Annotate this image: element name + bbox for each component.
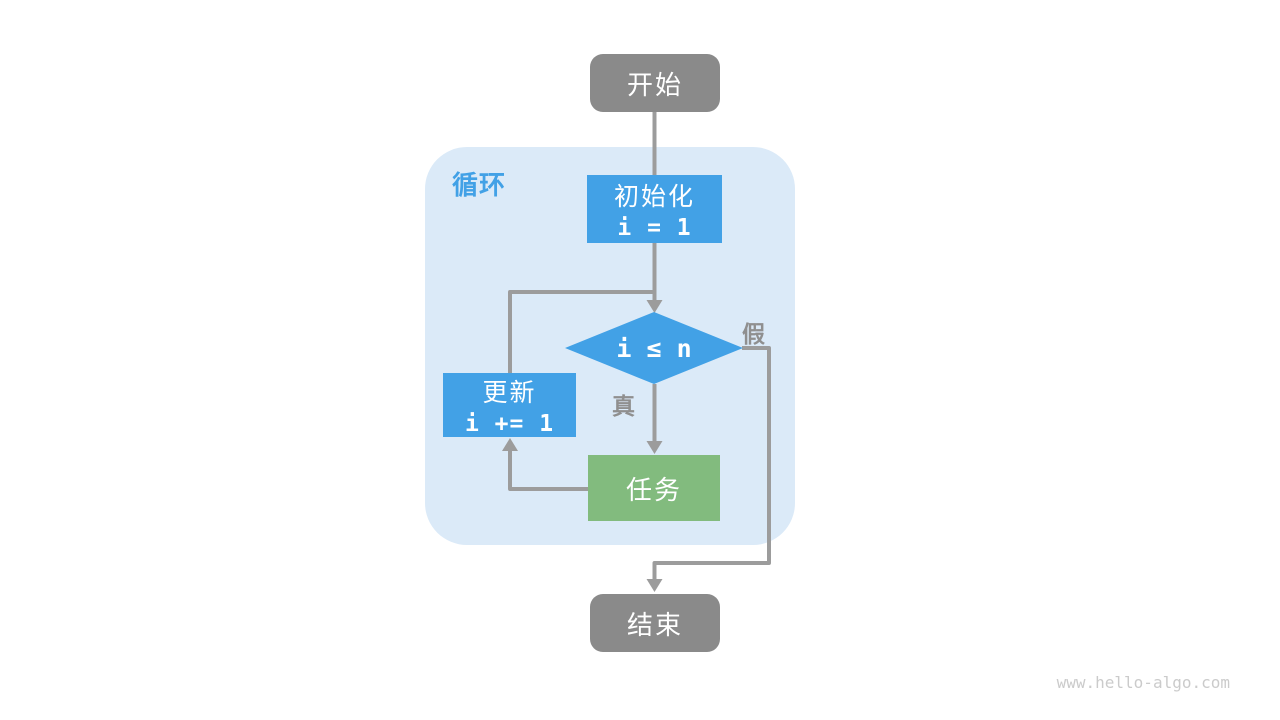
- watermark: www.hello-algo.com: [1056, 673, 1230, 692]
- task-node: 任务: [588, 455, 720, 521]
- end-node: 结束: [590, 594, 720, 652]
- true-edge-label: 真: [612, 393, 635, 419]
- start-node: 开始: [590, 54, 720, 112]
- init-node: 初始化 i = 1: [587, 175, 722, 243]
- init-node-code: i = 1: [617, 215, 692, 241]
- update-node: 更新 i += 1: [443, 373, 576, 437]
- edge-update-condition: [508, 290, 653, 373]
- init-node-label: 初始化: [613, 183, 695, 211]
- arrowhead-into-end: [646, 579, 663, 592]
- update-node-code: i += 1: [464, 411, 555, 437]
- edge-condition-end: [652, 346, 771, 580]
- task-node-label: 任务: [625, 474, 682, 505]
- condition-label: i ≤ n: [616, 333, 692, 363]
- start-node-label: 开始: [626, 69, 683, 100]
- edge-task-update: [508, 450, 588, 491]
- arrowhead-into-condition: [646, 300, 663, 313]
- loop-label: 循环: [452, 170, 507, 200]
- end-node-label: 结束: [626, 609, 683, 640]
- arrowhead-into-task: [646, 441, 663, 454]
- update-node-label: 更新: [482, 379, 537, 407]
- false-edge-label: 假: [742, 321, 765, 347]
- arrowhead-into-update: [502, 438, 518, 451]
